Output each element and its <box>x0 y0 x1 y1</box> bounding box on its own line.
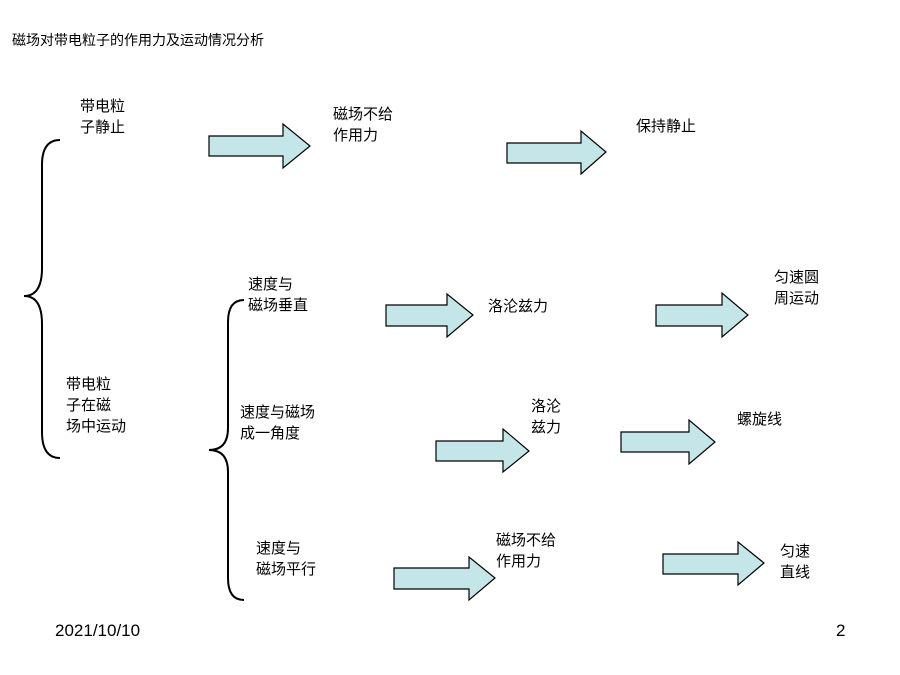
node-lorentz-2: 洛沦 兹力 <box>531 397 562 436</box>
node-moving-particle: 带电粒 子在磁 场中运动 <box>66 375 127 435</box>
node-lorentz-1: 洛沦兹力 <box>488 297 549 315</box>
arrow-lorentz-to-circle <box>655 291 749 339</box>
page-title: 磁场对带电粒子的作用力及运动情况分析 <box>12 33 264 49</box>
footer-page-number: 2 <box>836 621 846 640</box>
node-stay-static: 保持静止 <box>636 117 697 135</box>
node-static-particle: 带电粒 子静止 <box>80 97 126 136</box>
node-no-force-2: 磁场不给 作用力 <box>496 531 557 570</box>
node-helix: 螺旋线 <box>737 410 783 428</box>
arrow-perp-to-lorentz <box>385 292 474 339</box>
outer-brace <box>23 139 61 459</box>
node-uniform-circle: 匀速圆 周运动 <box>774 268 820 307</box>
footer-date: 2021/10/10 <box>55 621 141 640</box>
arrow-parallel-to-noforce <box>393 555 496 602</box>
node-perpendicular: 速度与 磁场垂直 <box>248 275 309 314</box>
arrow-static-to-noforce <box>208 122 311 170</box>
node-angle: 速度与磁场 成一角度 <box>240 403 316 442</box>
inner-brace <box>208 299 245 601</box>
arrow-noforce-to-stay <box>506 129 607 176</box>
node-uniform-line: 匀速 直线 <box>780 542 811 581</box>
arrow-angle-to-lorentz <box>435 427 530 474</box>
node-parallel: 速度与 磁场平行 <box>256 539 317 578</box>
arrow-noforce-to-line <box>662 540 765 587</box>
node-no-force-1: 磁场不给 作用力 <box>333 105 394 144</box>
arrow-lorentz-to-helix <box>620 418 716 466</box>
